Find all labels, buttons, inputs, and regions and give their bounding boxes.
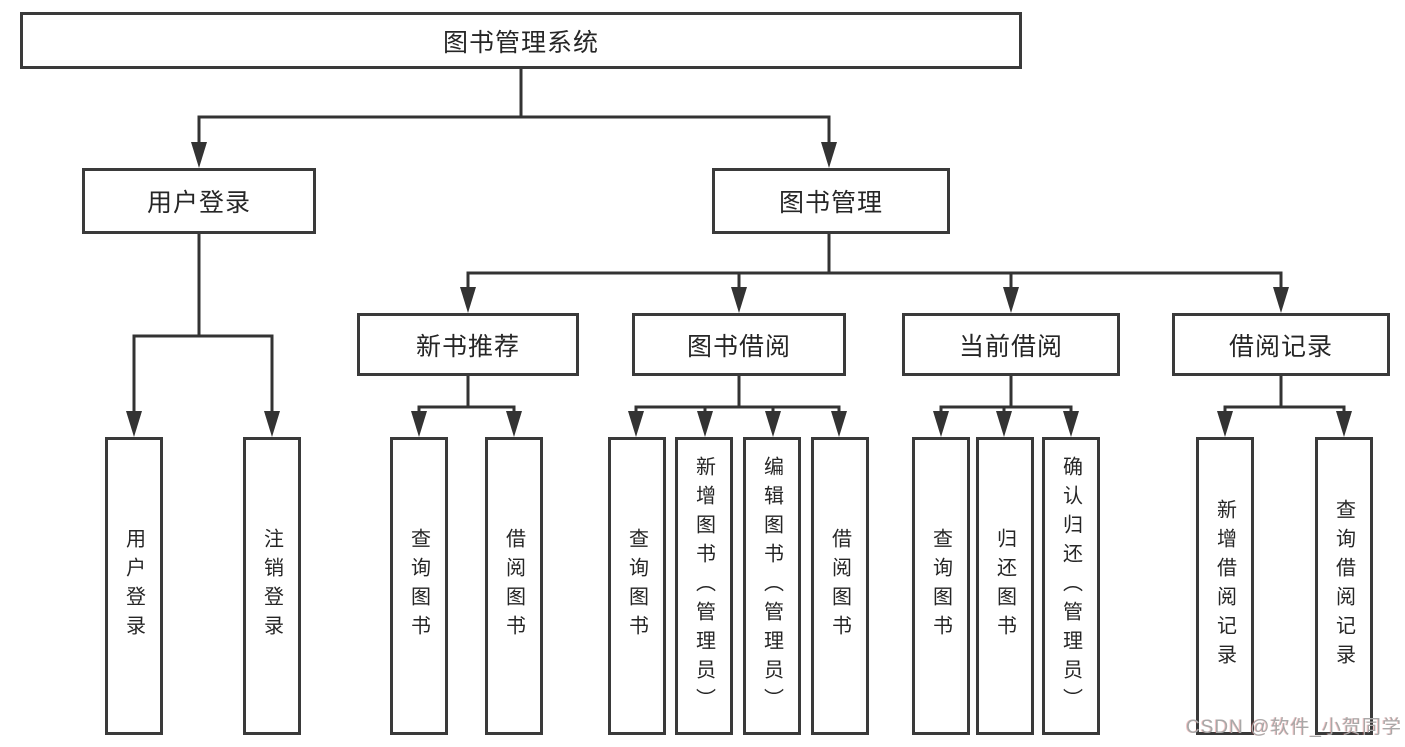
arrow-down-icon bbox=[731, 287, 747, 313]
connector-user-login-to-leaves bbox=[126, 233, 280, 437]
node-borrow-record-label: 借阅记录 bbox=[1228, 332, 1333, 361]
node-book-borrow: 图书借阅 bbox=[632, 313, 846, 376]
node-leaf-bb-query-book: 查询图书 bbox=[608, 437, 666, 735]
node-leaf-cb-return-book-label: 归还图书 bbox=[993, 528, 1016, 644]
arrow-down-icon bbox=[697, 411, 713, 437]
arrow-down-icon bbox=[1336, 411, 1352, 437]
node-leaf-logout-label: 注销登录 bbox=[260, 528, 283, 644]
node-new-book-rec-label: 新书推荐 bbox=[415, 332, 520, 361]
node-leaf-bb-edit-book-label: 编辑图书（管理员） bbox=[760, 455, 783, 717]
arrow-down-icon bbox=[411, 411, 427, 437]
node-user-login: 用户登录 bbox=[82, 168, 316, 234]
arrow-down-icon bbox=[831, 411, 847, 437]
node-root-label: 图书管理系统 bbox=[442, 28, 599, 57]
arrow-down-icon bbox=[1003, 287, 1019, 313]
node-leaf-br-add-record: 新增借阅记录 bbox=[1196, 437, 1254, 735]
node-leaf-rec-borrow-book-label: 借阅图书 bbox=[502, 528, 525, 644]
node-leaf-bb-add-book: 新增图书（管理员） bbox=[675, 437, 733, 735]
node-leaf-user-login-label: 用户登录 bbox=[122, 528, 145, 644]
connector-new-book-rec-to-leaves bbox=[411, 375, 522, 437]
arrow-down-icon bbox=[1063, 411, 1079, 437]
node-leaf-cb-confirm-return: 确认归还（管理员） bbox=[1042, 437, 1100, 735]
arrow-down-icon bbox=[506, 411, 522, 437]
connector-book-mgmt-to-level3 bbox=[460, 233, 1289, 313]
csdn-watermark: CSDN @软件_小贺同学 bbox=[1186, 717, 1402, 738]
node-leaf-rec-query-book-label: 查询图书 bbox=[407, 528, 430, 644]
arrow-down-icon bbox=[628, 411, 644, 437]
arrow-down-icon bbox=[1273, 287, 1289, 313]
node-leaf-cb-query-book: 查询图书 bbox=[912, 437, 970, 735]
connector-root-to-level2 bbox=[191, 68, 837, 168]
node-book-borrow-label: 图书借阅 bbox=[686, 332, 791, 361]
connector-current-borrow-to-leaves bbox=[933, 375, 1079, 437]
node-book-mgmt-label: 图书管理 bbox=[778, 189, 883, 217]
node-current-borrow: 当前借阅 bbox=[902, 313, 1120, 376]
node-leaf-rec-borrow-book: 借阅图书 bbox=[485, 437, 543, 735]
arrow-down-icon bbox=[264, 411, 280, 437]
node-leaf-user-login: 用户登录 bbox=[105, 437, 163, 735]
arrow-down-icon bbox=[933, 411, 949, 437]
arrow-down-icon bbox=[191, 142, 207, 168]
node-leaf-cb-confirm-return-label: 确认归还（管理员） bbox=[1059, 455, 1082, 717]
node-leaf-bb-add-book-label: 新增图书（管理员） bbox=[692, 455, 715, 717]
node-leaf-br-query-record-label: 查询借阅记录 bbox=[1332, 499, 1355, 673]
arrow-down-icon bbox=[460, 287, 476, 313]
arrow-down-icon bbox=[996, 411, 1012, 437]
node-leaf-br-add-record-label: 新增借阅记录 bbox=[1213, 499, 1236, 673]
connector-book-borrow-to-leaves bbox=[628, 375, 847, 437]
node-leaf-cb-query-book-label: 查询图书 bbox=[929, 528, 952, 644]
node-leaf-bb-edit-book: 编辑图书（管理员） bbox=[743, 437, 801, 735]
arrow-down-icon bbox=[126, 411, 142, 437]
node-borrow-record: 借阅记录 bbox=[1172, 313, 1390, 376]
node-user-login-label: 用户登录 bbox=[146, 189, 251, 217]
arrow-down-icon bbox=[765, 411, 781, 437]
node-current-borrow-label: 当前借阅 bbox=[958, 332, 1063, 361]
node-leaf-br-query-record: 查询借阅记录 bbox=[1315, 437, 1373, 735]
node-leaf-bb-query-book-label: 查询图书 bbox=[625, 528, 648, 644]
arrow-down-icon bbox=[821, 142, 837, 168]
node-leaf-rec-query-book: 查询图书 bbox=[390, 437, 448, 735]
node-leaf-logout: 注销登录 bbox=[243, 437, 301, 735]
node-leaf-cb-return-book: 归还图书 bbox=[976, 437, 1034, 735]
arrow-down-icon bbox=[1217, 411, 1233, 437]
node-leaf-bb-borrow-book-label: 借阅图书 bbox=[828, 528, 851, 644]
node-new-book-rec: 新书推荐 bbox=[357, 313, 579, 376]
node-root: 图书管理系统 bbox=[20, 12, 1022, 69]
node-book-mgmt: 图书管理 bbox=[712, 168, 950, 234]
connector-borrow-record-to-leaves bbox=[1217, 375, 1352, 437]
node-leaf-bb-borrow-book: 借阅图书 bbox=[811, 437, 869, 735]
